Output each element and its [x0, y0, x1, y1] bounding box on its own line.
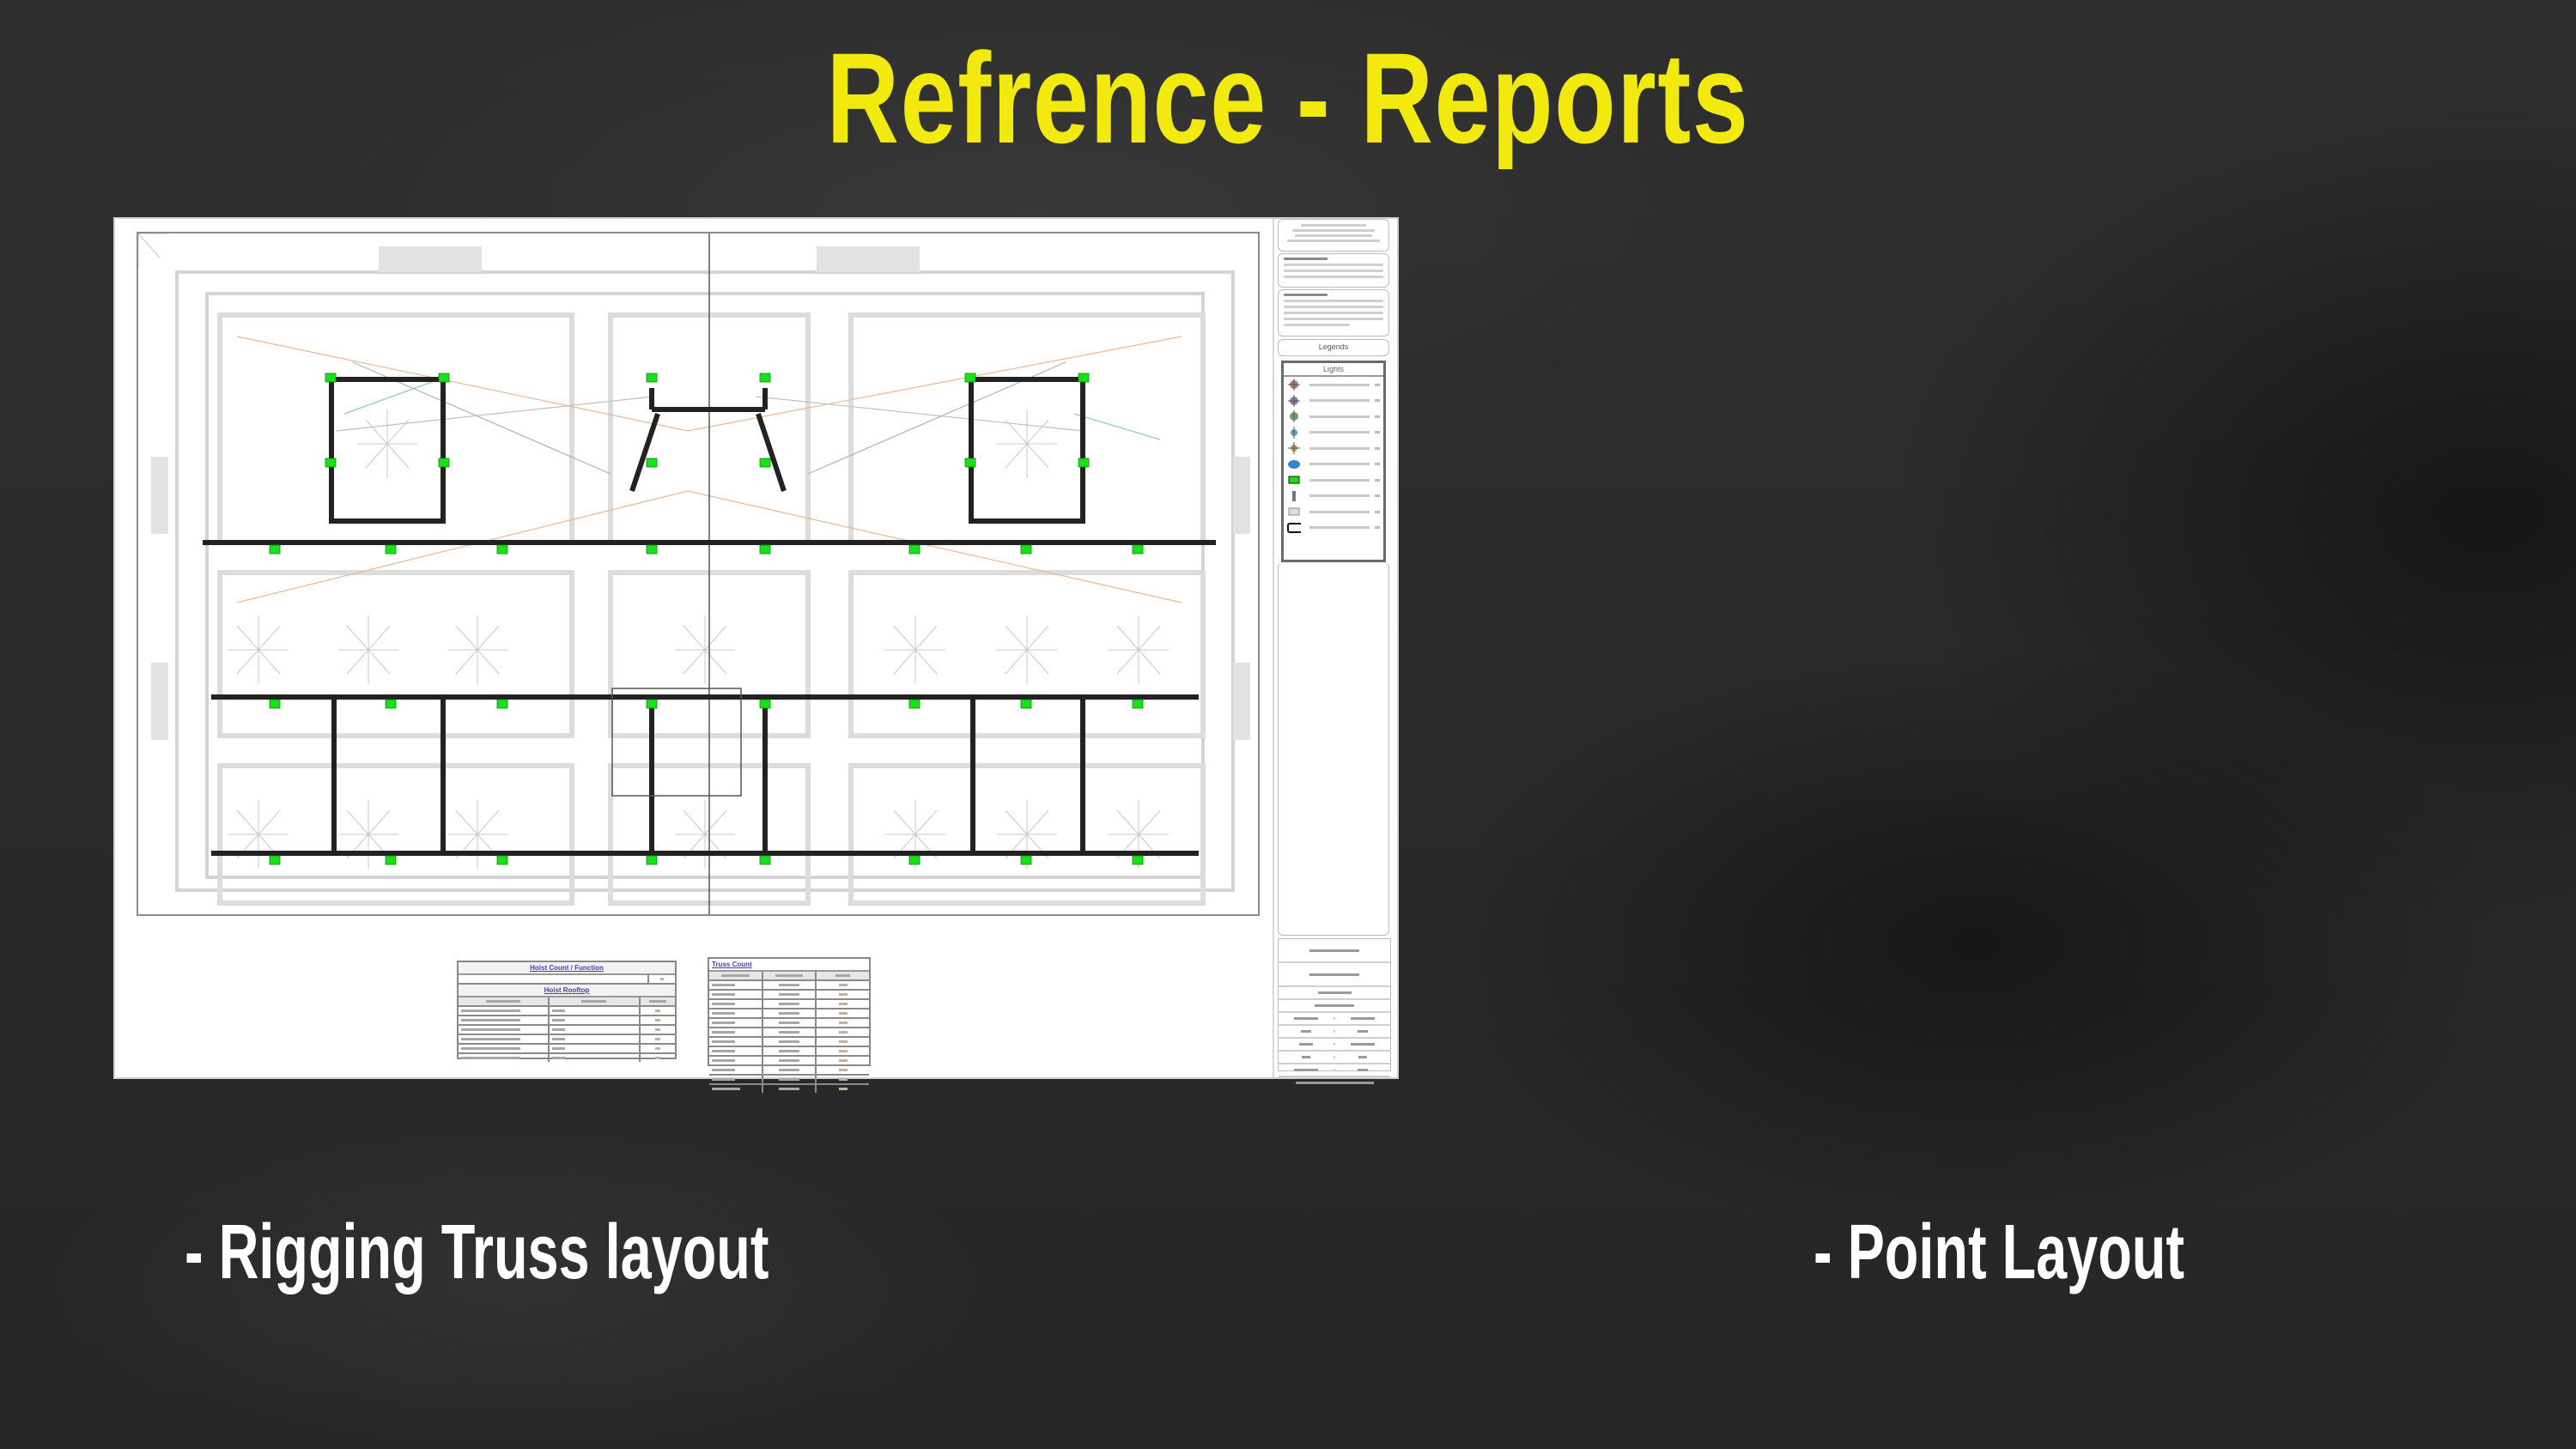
- drawing-sidebar: Legends Lights: [1273, 219, 1394, 1084]
- moving-head-wash-icon: [1287, 394, 1301, 407]
- hoist-point-icon: [1287, 475, 1301, 485]
- table-row: [709, 1028, 869, 1038]
- floor-plan-svg: [138, 233, 1250, 914]
- table-row: [709, 1085, 869, 1093]
- table-row: [459, 1035, 675, 1045]
- table-row: [709, 981, 869, 991]
- moving-head-spot-icon: [1287, 379, 1301, 391]
- legend-item: [1284, 520, 1383, 537]
- legend-item: [1284, 377, 1383, 393]
- beam-fixture-icon: [1287, 442, 1301, 455]
- title-block: [1278, 938, 1391, 1084]
- table-row: [709, 1019, 869, 1028]
- legends-header: Legends: [1278, 339, 1389, 356]
- company-info-box: [1278, 219, 1389, 252]
- legend-item: [1284, 425, 1383, 441]
- table-row: [709, 1066, 869, 1076]
- caption-point-layout: - Point Layout: [1814, 1210, 2184, 1295]
- caption-rigging-truss-layout: - Rigging Truss layout: [185, 1210, 769, 1295]
- table-row: [709, 1057, 869, 1066]
- legend-item: [1284, 488, 1383, 505]
- truss-count-table: Truss Count: [708, 957, 871, 1093]
- fog-machine-icon: [1287, 490, 1301, 501]
- led-fixture-icon: [1287, 410, 1301, 423]
- table-row: [459, 1016, 675, 1026]
- table-row: [459, 1026, 675, 1035]
- legend-item: [1284, 440, 1383, 457]
- sidebar-empty-area: [1278, 562, 1389, 936]
- slide-title: Refrence - Reports: [826, 26, 1750, 170]
- notes-box: [1278, 253, 1389, 288]
- hoist-count-table-title: Hoist Count / Function: [459, 962, 675, 975]
- legend-item: [1284, 504, 1383, 520]
- legend-item: [1284, 457, 1383, 473]
- disclaimer-box: [1278, 289, 1389, 336]
- lights-legend-title: Lights: [1284, 363, 1383, 377]
- table-row: [709, 1009, 869, 1019]
- motor-hoist-icon: [1287, 459, 1301, 470]
- profile-fixture-icon: [1287, 426, 1301, 439]
- table-row: [709, 1047, 869, 1057]
- table-row: [459, 1045, 675, 1054]
- legend-item: [1284, 472, 1383, 488]
- hoist-count-subtitle: Hoist Rooftop: [459, 985, 675, 997]
- video-screen-icon: [1287, 522, 1301, 533]
- legend-item: [1284, 409, 1383, 425]
- hoist-count-table: Hoist Count / Function Hoist Rooftop: [457, 961, 677, 1062]
- lights-legend: Lights: [1281, 361, 1386, 562]
- power-distro-icon: [1287, 506, 1301, 517]
- truss-plan-drawing: [137, 232, 1260, 916]
- table-row: [709, 991, 869, 1000]
- legend-item: [1284, 393, 1383, 409]
- table-row: [459, 1007, 675, 1016]
- truss-count-table-title: Truss Count: [709, 959, 869, 972]
- table-row: [709, 1038, 869, 1047]
- table-row: [709, 1076, 869, 1085]
- rigging-drawing-sheet: Legends Lights: [115, 219, 1397, 1093]
- table-row: [459, 1054, 675, 1062]
- table-row: [709, 1000, 869, 1009]
